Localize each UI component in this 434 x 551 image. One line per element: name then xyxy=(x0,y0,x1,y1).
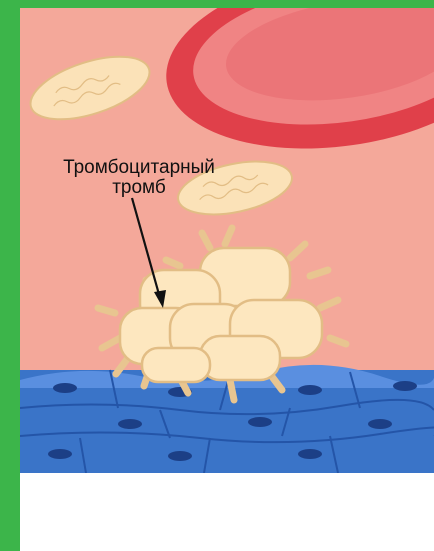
clot-label-line2: тромб xyxy=(24,178,254,198)
empty-bottom-area xyxy=(20,473,434,551)
illustration-svg xyxy=(20,8,434,473)
clot-label-line1: Тромбоцитарный xyxy=(24,158,254,178)
clot-label: Тромбоцитарный тромб xyxy=(24,158,254,198)
green-frame-top xyxy=(0,0,434,8)
blood-vessel-illustration xyxy=(20,8,434,473)
green-frame-left xyxy=(0,0,20,551)
